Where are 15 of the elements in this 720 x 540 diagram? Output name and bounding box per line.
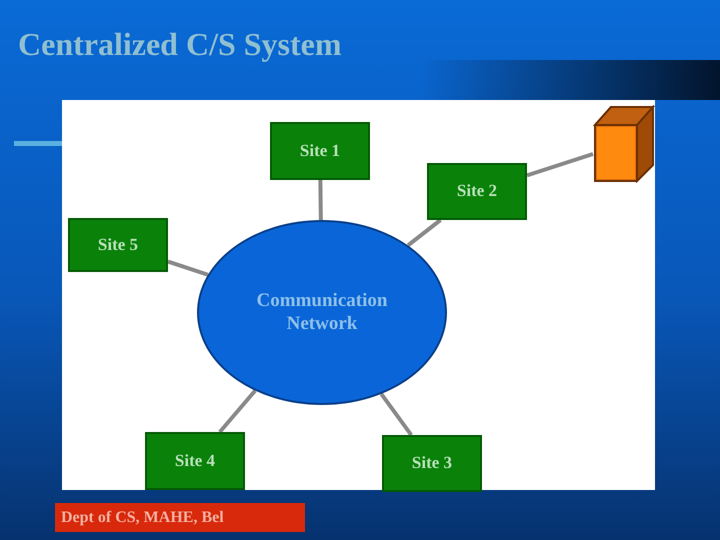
node-label: Site 2 [456, 181, 498, 202]
connector-line [526, 152, 594, 178]
node-label: Site 5 [98, 234, 138, 256]
connector-line [167, 260, 209, 277]
slide-title: Centralized C/S System [18, 26, 342, 63]
node-label: Site 4 [174, 450, 216, 472]
connector-line [380, 392, 413, 436]
node-label: Site 3 [412, 453, 452, 474]
connector-line [218, 389, 257, 434]
cube-shape [593, 105, 655, 183]
connector-line [406, 218, 442, 247]
footer-label: Dept of CS, MAHE, Bel [55, 503, 305, 532]
node-label: Site 1 [300, 140, 340, 162]
node-label: Communication Network [256, 290, 388, 336]
connector-line [318, 180, 323, 220]
